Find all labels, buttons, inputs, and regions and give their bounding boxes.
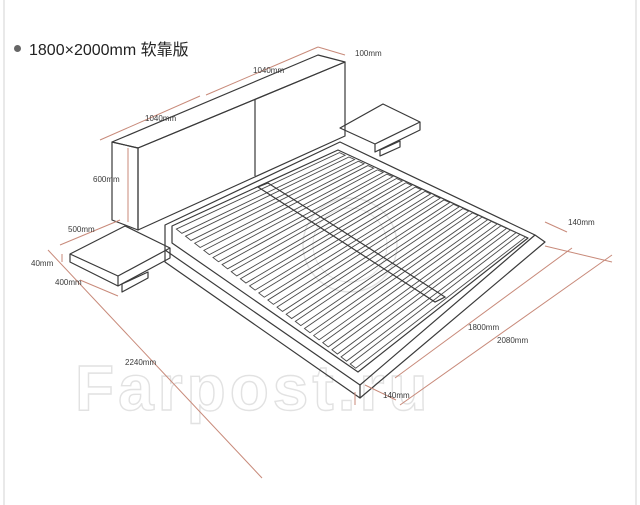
label-headboard-height: 600mm [93,175,120,184]
bed-slat [331,225,508,355]
bed-slat [248,186,423,291]
dimline-nightstand-depth [79,279,119,297]
label-frame-edge-front: 140mm [383,391,410,400]
label-nightstand-height: 40mm [31,259,54,268]
left-border [3,0,5,505]
right-nightstand-top [339,103,421,145]
label-headboard-panel-width-top: 1040mm [253,66,284,75]
slat-group [175,152,527,369]
headboard-top [111,54,346,149]
bed-slat [340,229,517,362]
label-overall-length: 2080mm [497,336,528,345]
bed-slat [230,177,404,277]
dimline-overall-width [47,249,263,479]
dimline-nightstand-width [59,219,121,246]
bed-slat [267,195,442,305]
label-headboard-thickness: 100mm [355,49,382,58]
dimline-mattress-length [394,247,573,379]
label-frame-edge-side: 140mm [568,218,595,227]
heading-text: 1800×2000mm 软靠版 [29,42,189,59]
label-overall-width: 2240mm [125,358,156,367]
dimline-overall-length [399,254,613,406]
diagram-heading: 1800×2000mm 软靠版 [14,36,189,60]
bed-slat [212,169,385,263]
bed-slat [303,212,480,334]
bed-slat [349,233,527,369]
bed-slat [184,156,356,241]
left-nightstand-side [69,248,171,287]
bed-frame-side-right [359,234,546,399]
label-headboard-panel-width-left: 1040mm [145,114,176,123]
label-nightstand-width: 500mm [68,225,95,234]
right-nightstand-leg [379,140,401,157]
bed-slat [285,203,461,320]
bed-slat [193,160,366,249]
dimline-frame-edge-front [364,384,397,401]
slat-area-border [171,149,529,373]
right-nightstand-side [374,122,421,153]
label-nightstand-depth: 400mm [55,278,82,287]
bed-slat [294,208,470,327]
left-nightstand-leg [121,271,149,293]
bed-slat [322,220,499,348]
dimline-headboard-thickness [317,46,346,56]
bed-slat [221,173,394,270]
right-border [635,0,637,505]
bed-slat [202,165,375,256]
bed-slat [312,216,489,341]
bed-slat [175,152,347,234]
dimline-frame-edge-side [544,221,568,233]
bed-slat [276,199,451,312]
bed-slat [257,190,432,298]
dimline-headboard-left [99,95,201,141]
center-rail [256,182,447,303]
bed-slat [239,182,413,284]
label-mattress-length: 1800mm [468,323,499,332]
bullet-icon [14,44,21,52]
dimline-headboard-top [205,46,319,96]
headboard-side [111,141,139,231]
bed-frame-side-left [164,250,361,399]
